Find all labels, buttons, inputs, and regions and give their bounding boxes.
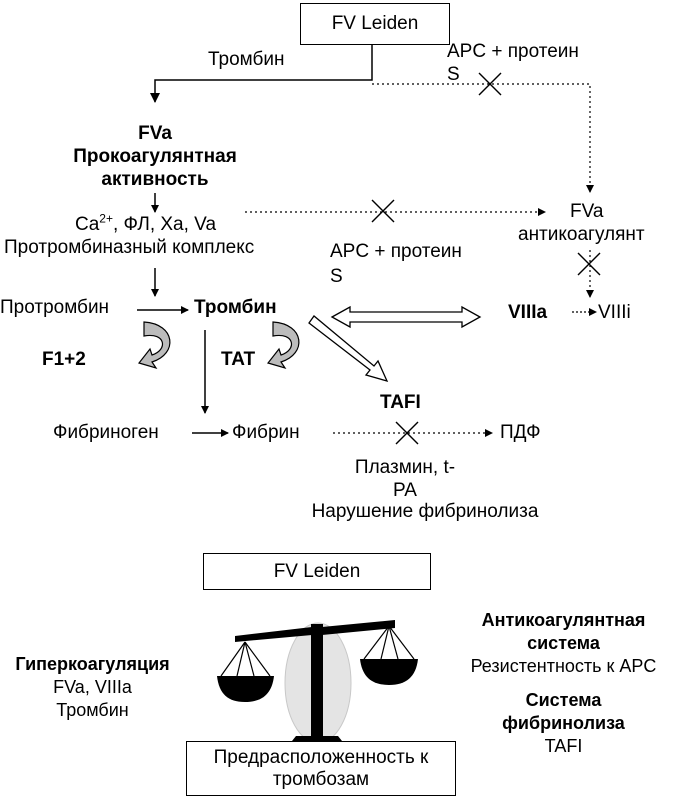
viiia-label: VIIIa <box>508 302 548 323</box>
hypercoagulation-factors: FVa, VIIIa <box>53 677 132 697</box>
predisposition-line-2: тромбозам <box>272 768 370 790</box>
fva-anticoag-label: FVa <box>570 201 604 222</box>
apc-protein-s-label-1: APC + протеин <box>447 41 579 62</box>
tat-label: TAT <box>221 349 256 370</box>
arrow-thrombin-viiia-double <box>330 305 482 329</box>
scale-pillar <box>311 624 323 736</box>
fv-leiden-bottom-label: FV Leiden <box>273 560 361 582</box>
cofactors-label: Ca2+, ФЛ, Xa, Va <box>75 211 217 236</box>
predisposition-line-1: Предрасположенность к <box>213 746 429 768</box>
anticoagulant-label: антикоагулянт <box>518 224 645 245</box>
cofactors-rest: , ФЛ, Xa, Va <box>112 214 217 235</box>
prothrombin-label: Протромбин <box>0 297 110 318</box>
fv-leiden-box-top: FV Leiden <box>300 3 450 45</box>
pdf-label: ПДФ <box>500 422 541 443</box>
prothrombinase-label: Протромбиназный комплекс <box>4 237 255 258</box>
procoagulant-label-2: активность <box>101 169 209 190</box>
scale-left-pan <box>217 676 274 702</box>
curved-arrow-f12 <box>137 321 171 370</box>
arrow-dotted-to-fva-right <box>372 83 594 193</box>
f12-label: F1+2 <box>42 349 86 370</box>
block-cross-2 <box>371 199 395 223</box>
block-cross-3 <box>577 252 601 276</box>
fibrinolysis-system-title-2: фибринолиза <box>502 713 625 733</box>
apc-protein-s-label-3: APC + протеин <box>330 241 462 262</box>
scale-right-pan <box>360 659 418 685</box>
arrow-fvleiden-to-fva <box>150 44 373 103</box>
scale-left-strings <box>220 641 271 677</box>
fva-label: FVa <box>138 123 172 144</box>
fv-leiden-box-bottom: FV Leiden <box>203 553 431 590</box>
curved-arrow-tat <box>266 321 300 370</box>
balance-scale <box>217 620 418 746</box>
tafi-label: TAFI <box>380 392 421 413</box>
scale-right-strings <box>363 625 415 660</box>
ca-text: Ca <box>75 214 100 235</box>
hypercoagulation-title: Гиперкоагуляция <box>15 654 170 674</box>
block-cross-4 <box>395 421 419 445</box>
anticoag-system-title-2: система <box>527 633 600 653</box>
fibrinogen-label: Фибриноген <box>53 422 159 443</box>
tafi-bottom-text: TAFI <box>544 736 583 756</box>
plasmin-label-2: PA <box>393 480 417 501</box>
hypercoagulation-thrombin: Тромбин <box>56 700 129 720</box>
plasmin-label-1: Плазмин, t- <box>354 457 456 478</box>
apc-protein-s-label-2: S <box>447 64 460 85</box>
fibrin-label: Фибрин <box>232 422 300 443</box>
fibrinolysis-disorder-label: Нарушение фибринолиза <box>311 501 539 522</box>
apc-protein-s-label-4: S <box>330 266 343 287</box>
thrombin-label: Тромбин <box>208 49 285 70</box>
arrow-thrombin-to-tafi <box>308 315 389 383</box>
apc-resistance-text: Резистентность к APC <box>470 656 657 676</box>
fv-leiden-label: FV Leiden <box>331 13 419 34</box>
procoagulant-label-1: Прокоагулянтная <box>73 146 237 167</box>
fibrinolysis-system-title-1: Система <box>525 690 602 710</box>
predisposition-box: Предрасположенность к тромбозам <box>186 741 456 796</box>
anticoag-system-title-1: Антикоагулянтная <box>481 610 646 630</box>
ca-superscript: 2+ <box>99 211 113 226</box>
block-cross-1 <box>478 72 502 96</box>
thrombin-center-label: Тромбин <box>194 297 277 318</box>
viiii-label: VIIIi <box>598 302 631 323</box>
